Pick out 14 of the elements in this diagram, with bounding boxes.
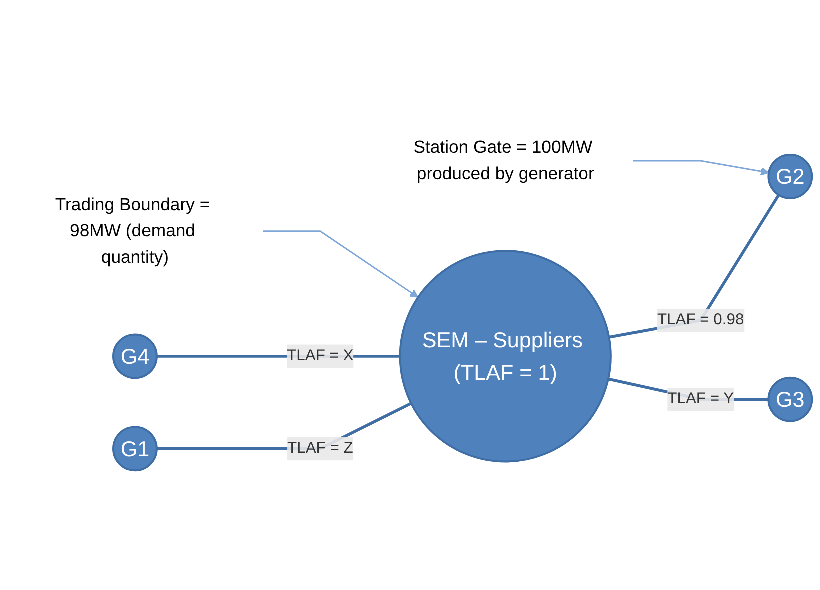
- edge-label: TLAF = 0.98: [657, 312, 744, 328]
- arrow: [633, 160, 770, 176]
- node-text: Trading Boundary = 98MW (demand quantity): [55, 194, 210, 267]
- node-circle: G2: [768, 154, 814, 200]
- arrow: [262, 230, 419, 298]
- node-circle: G1: [112, 426, 158, 472]
- node-circle: SEM – Suppliers (TLAF = 1): [399, 250, 612, 463]
- node-circle: G4: [112, 334, 158, 379]
- connector: [608, 194, 780, 339]
- edge-label: TLAF = X: [287, 347, 354, 364]
- node-text: Station Gate = 100MW produced by generator: [414, 137, 594, 184]
- edge-label: TLAF = Y: [668, 390, 734, 408]
- edge-label: TLAF = Z: [288, 440, 354, 457]
- node-circle: G3: [768, 376, 814, 422]
